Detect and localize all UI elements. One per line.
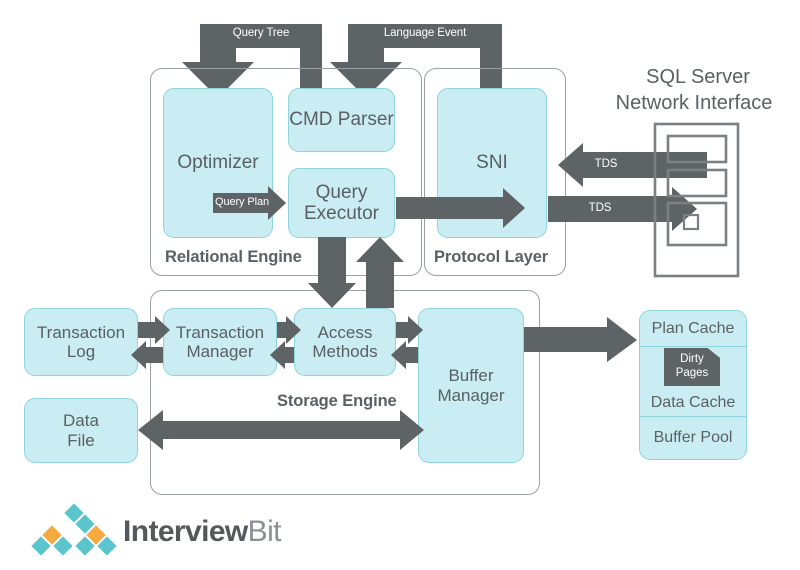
data-file-label-line2: File xyxy=(67,430,95,450)
optimizer-box[interactable]: Optimizer xyxy=(163,88,273,238)
logo-text-part1: Interview xyxy=(123,515,248,548)
relational-engine-label: Relational Engine xyxy=(165,248,302,266)
query-tree-arrow-label: Query Tree xyxy=(232,27,290,39)
logo-text: InterviewBit xyxy=(123,515,281,549)
tds-outbound-label: TDS xyxy=(588,202,612,214)
buffer-pool-label: Buffer Pool xyxy=(653,428,733,446)
sni-label: SNI xyxy=(476,152,508,174)
buffer-pool-divider-1 xyxy=(640,346,746,348)
relational-engine-group xyxy=(150,68,422,276)
storage-engine-label: Storage Engine xyxy=(277,392,397,410)
transaction-manager-label-line1: Transaction xyxy=(175,322,265,342)
transaction-log-label-line1: Transaction xyxy=(36,322,126,342)
buffer-pool-divider-2 xyxy=(640,416,746,418)
query-executor-box[interactable]: Query Executor xyxy=(288,168,395,238)
data-file-label-line1: Data xyxy=(63,411,99,431)
protocol-layer-label: Protocol Layer xyxy=(434,248,549,266)
query-plan-arrow-label: Query Plan xyxy=(214,196,270,208)
arrow-buffer-to-pool xyxy=(524,317,637,362)
transaction-manager-box[interactable]: Transaction Manager xyxy=(163,308,277,376)
language-event-arrow-label: Language Event xyxy=(383,27,467,39)
transaction-manager-label-line2: Manager xyxy=(186,342,254,361)
arrow-tds-outbound xyxy=(548,187,697,231)
dirty-pages-label-line1: Dirty xyxy=(680,353,704,366)
server-tower-icon xyxy=(653,122,740,278)
plan-cache-row[interactable]: Plan Cache xyxy=(640,311,746,346)
logo-text-part2: Bit xyxy=(247,515,282,548)
query-executor-label-line2: Executor xyxy=(304,203,379,224)
cmd-parser-box[interactable]: CMD Parser xyxy=(288,88,395,152)
sni-box[interactable]: SNI xyxy=(437,88,547,238)
sql-server-title-line1: SQL Server xyxy=(646,66,750,88)
optimizer-label: Optimizer xyxy=(177,152,259,174)
sql-server-title-line2: Network Interface xyxy=(615,92,773,114)
access-methods-box[interactable]: Access Methods xyxy=(294,308,396,376)
buffer-manager-box[interactable]: Buffer Manager xyxy=(418,308,524,463)
dirty-pages-label-line2: Pages xyxy=(675,367,709,379)
dirty-pages-icon: Dirty Pages xyxy=(664,348,720,386)
data-file-box[interactable]: Data File xyxy=(24,398,138,463)
buffer-pool-row[interactable]: Buffer Pool xyxy=(640,416,746,459)
transaction-log-box[interactable]: Transaction Log xyxy=(24,308,138,376)
tds-inbound-label: TDS xyxy=(594,158,618,170)
buffer-manager-label-line1: Buffer xyxy=(448,366,494,386)
data-cache-label: Data Cache xyxy=(650,394,736,411)
plan-cache-label: Plan Cache xyxy=(651,319,735,337)
cmd-parser-label: CMD Parser xyxy=(289,109,394,131)
access-methods-label-line1: Access xyxy=(317,322,373,342)
access-methods-label-line2: Methods xyxy=(312,342,378,361)
data-cache-row[interactable]: Data Cache xyxy=(640,346,746,416)
query-executor-label-line1: Query xyxy=(315,181,368,203)
arrow-tds-inbound xyxy=(558,143,707,187)
buffer-manager-label-line2: Manager xyxy=(437,385,505,405)
buffer-pool-box[interactable]: Plan Cache Data Cache Buffer Pool xyxy=(639,310,747,460)
transaction-log-label-line2: Log xyxy=(66,342,96,361)
